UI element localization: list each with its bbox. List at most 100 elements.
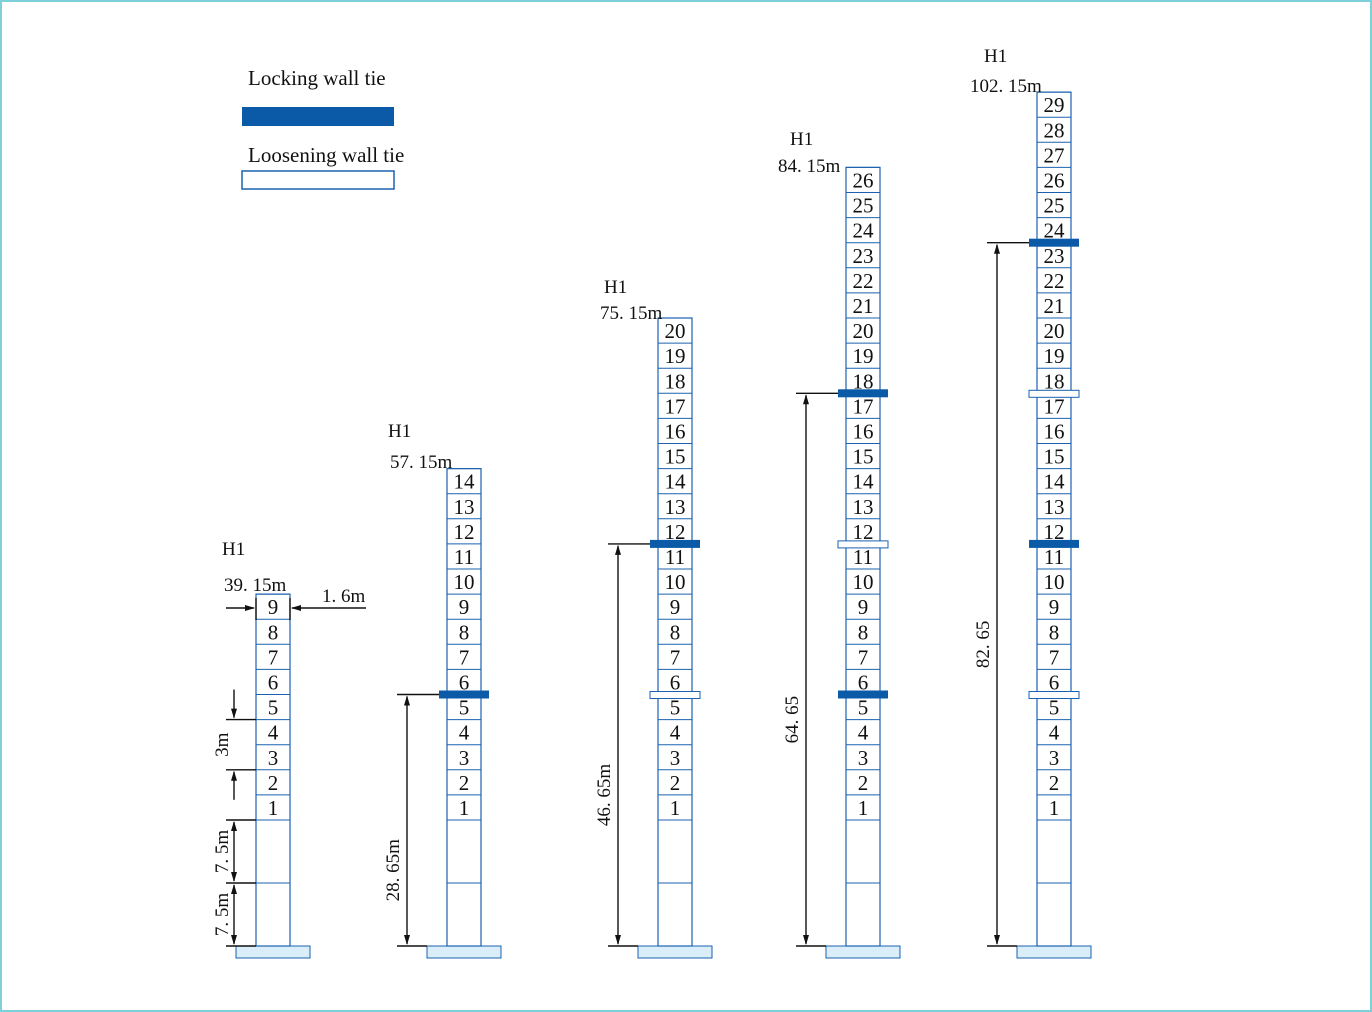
- arrowhead: [803, 935, 809, 945]
- locking-wall-tie: [650, 539, 700, 548]
- locking-wall-tie: [439, 690, 489, 699]
- arrowhead: [615, 935, 621, 945]
- section-number: 13: [853, 495, 874, 519]
- section-number: 2: [1049, 771, 1060, 795]
- legend-loosening-swatch: [241, 170, 395, 190]
- section-number: 7: [459, 645, 470, 669]
- width-label: 1. 6m: [322, 586, 366, 607]
- arrowhead: [231, 935, 237, 945]
- section-number: 1: [1049, 796, 1060, 820]
- spacing-label: 3m: [212, 732, 233, 757]
- section-number: 2: [268, 771, 279, 795]
- dimension-label: 46. 65m: [594, 764, 615, 827]
- spacing-label: 7. 5m: [212, 830, 233, 874]
- tower-base: [235, 945, 311, 959]
- arrowhead: [231, 821, 237, 831]
- tower-height-label: 102. 15m: [970, 76, 1042, 97]
- section-number: 13: [1044, 495, 1065, 519]
- section-number: 20: [665, 319, 686, 343]
- section-number: 3: [670, 746, 681, 770]
- section-number: 7: [1049, 645, 1060, 669]
- section-number: 23: [1044, 244, 1065, 268]
- section-number: 20: [1044, 319, 1065, 343]
- section-number: 1: [459, 796, 470, 820]
- section-number: 14: [454, 470, 476, 494]
- section-number: 8: [459, 620, 470, 644]
- section-number: 9: [1049, 595, 1060, 619]
- section-number: 22: [853, 269, 874, 293]
- section-number: 8: [670, 620, 681, 644]
- dimension-label: 82. 65: [973, 621, 994, 669]
- locking-wall-tie: [838, 389, 888, 398]
- section-number: 16: [853, 420, 874, 444]
- section-number: 3: [1049, 746, 1060, 770]
- section-number: 6: [268, 671, 279, 695]
- tower-base: [426, 945, 502, 959]
- section-number: 5: [1049, 696, 1060, 720]
- section-number: 16: [1044, 420, 1065, 444]
- tower-base: [825, 945, 901, 959]
- section-number: 6: [459, 671, 470, 695]
- section-number: 9: [858, 595, 869, 619]
- arrowhead: [615, 544, 621, 555]
- section-number: 9: [670, 595, 681, 619]
- section-number: 18: [665, 369, 686, 393]
- section-number: 9: [459, 595, 470, 619]
- section-number: 4: [459, 721, 470, 745]
- section-number: 13: [665, 495, 686, 519]
- section-number: 17: [665, 394, 686, 418]
- section-number: 13: [454, 495, 475, 519]
- section-number: 2: [670, 771, 681, 795]
- section-number: 11: [853, 545, 873, 569]
- section-number: 5: [670, 696, 681, 720]
- loosening-wall-tie: [1028, 691, 1080, 699]
- arrowhead: [231, 708, 237, 719]
- section-number: 21: [853, 294, 874, 318]
- section-number: 17: [853, 394, 874, 418]
- section-number: 10: [454, 570, 475, 594]
- section-number: 10: [1044, 570, 1065, 594]
- tower-height-label: 84. 15m: [778, 156, 841, 177]
- section-number: 11: [1044, 545, 1064, 569]
- section-number: 7: [670, 645, 681, 669]
- arrowhead: [231, 770, 237, 781]
- section-number: 12: [454, 520, 475, 544]
- section-number: 14: [853, 470, 875, 494]
- section-number: 12: [665, 520, 686, 544]
- spacing-label: 7. 5m: [212, 893, 233, 937]
- section-number: 27: [1044, 143, 1065, 167]
- section-number: 9: [268, 595, 279, 619]
- loosening-wall-tie: [649, 691, 701, 699]
- dimension-label: 64. 65: [782, 696, 803, 744]
- section-number: 4: [670, 721, 681, 745]
- section-number: 3: [268, 746, 279, 770]
- locking-wall-tie: [838, 690, 888, 699]
- section-number: 23: [853, 244, 874, 268]
- locking-wall-tie: [1029, 539, 1079, 548]
- section-number: 8: [858, 620, 869, 644]
- section-number: 25: [1044, 194, 1065, 218]
- loosening-wall-tie: [837, 540, 889, 549]
- section-number: 22: [1044, 269, 1065, 293]
- arrowhead: [994, 935, 1000, 945]
- arrowhead: [994, 243, 1000, 254]
- section-number: 5: [268, 696, 279, 720]
- section-number: 21: [1044, 294, 1065, 318]
- section-number: 17: [1044, 394, 1065, 418]
- section-number: 6: [858, 671, 869, 695]
- section-number: 12: [1044, 520, 1065, 544]
- tower-t5: 1234567891011121314151617181920212223242…: [970, 46, 1092, 959]
- section-number: 6: [1049, 671, 1060, 695]
- arrowhead: [291, 605, 301, 611]
- tower-h-label: H1: [388, 421, 411, 442]
- legend: Locking wall tie Loosening wall tie: [241, 66, 404, 190]
- locking-wall-tie: [1029, 238, 1079, 247]
- section-number: 1: [670, 796, 681, 820]
- section-number: 12: [853, 520, 874, 544]
- section-number: 19: [665, 344, 686, 368]
- section-number: 11: [665, 545, 685, 569]
